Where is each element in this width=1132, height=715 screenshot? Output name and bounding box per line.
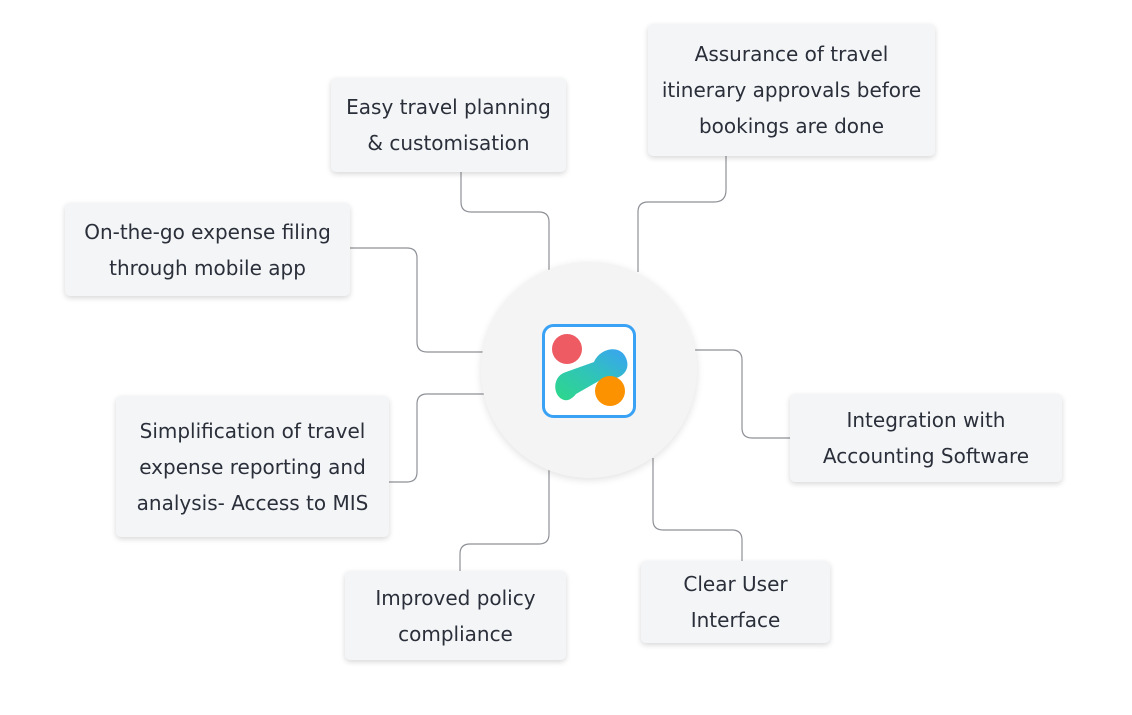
node-itinerary-approvals: Assurance of travel itinerary approvals … (648, 24, 935, 156)
node-easy-travel-planning: Easy travel planning & customisation (331, 78, 566, 172)
node-expense-reporting: Simplification of travel expense reporti… (116, 396, 389, 537)
app-logo-icon (542, 324, 636, 418)
connector-expense-reporting (389, 393, 484, 483)
node-policy-compliance: Improved policy compliance (345, 571, 566, 660)
connector-policy-compliance (459, 468, 550, 571)
connector-easy-travel-planning (460, 172, 550, 272)
node-expense-filing: On-the-go expense filing through mobile … (65, 203, 350, 296)
node-accounting-integration: Integration with Accounting Software (790, 394, 1062, 482)
connector-itinerary-approvals (637, 156, 727, 272)
connector-accounting-integration (694, 349, 790, 439)
connector-expense-filing (350, 247, 488, 353)
node-clear-ui: Clear User Interface (641, 561, 830, 643)
connector-clear-ui (652, 458, 743, 561)
